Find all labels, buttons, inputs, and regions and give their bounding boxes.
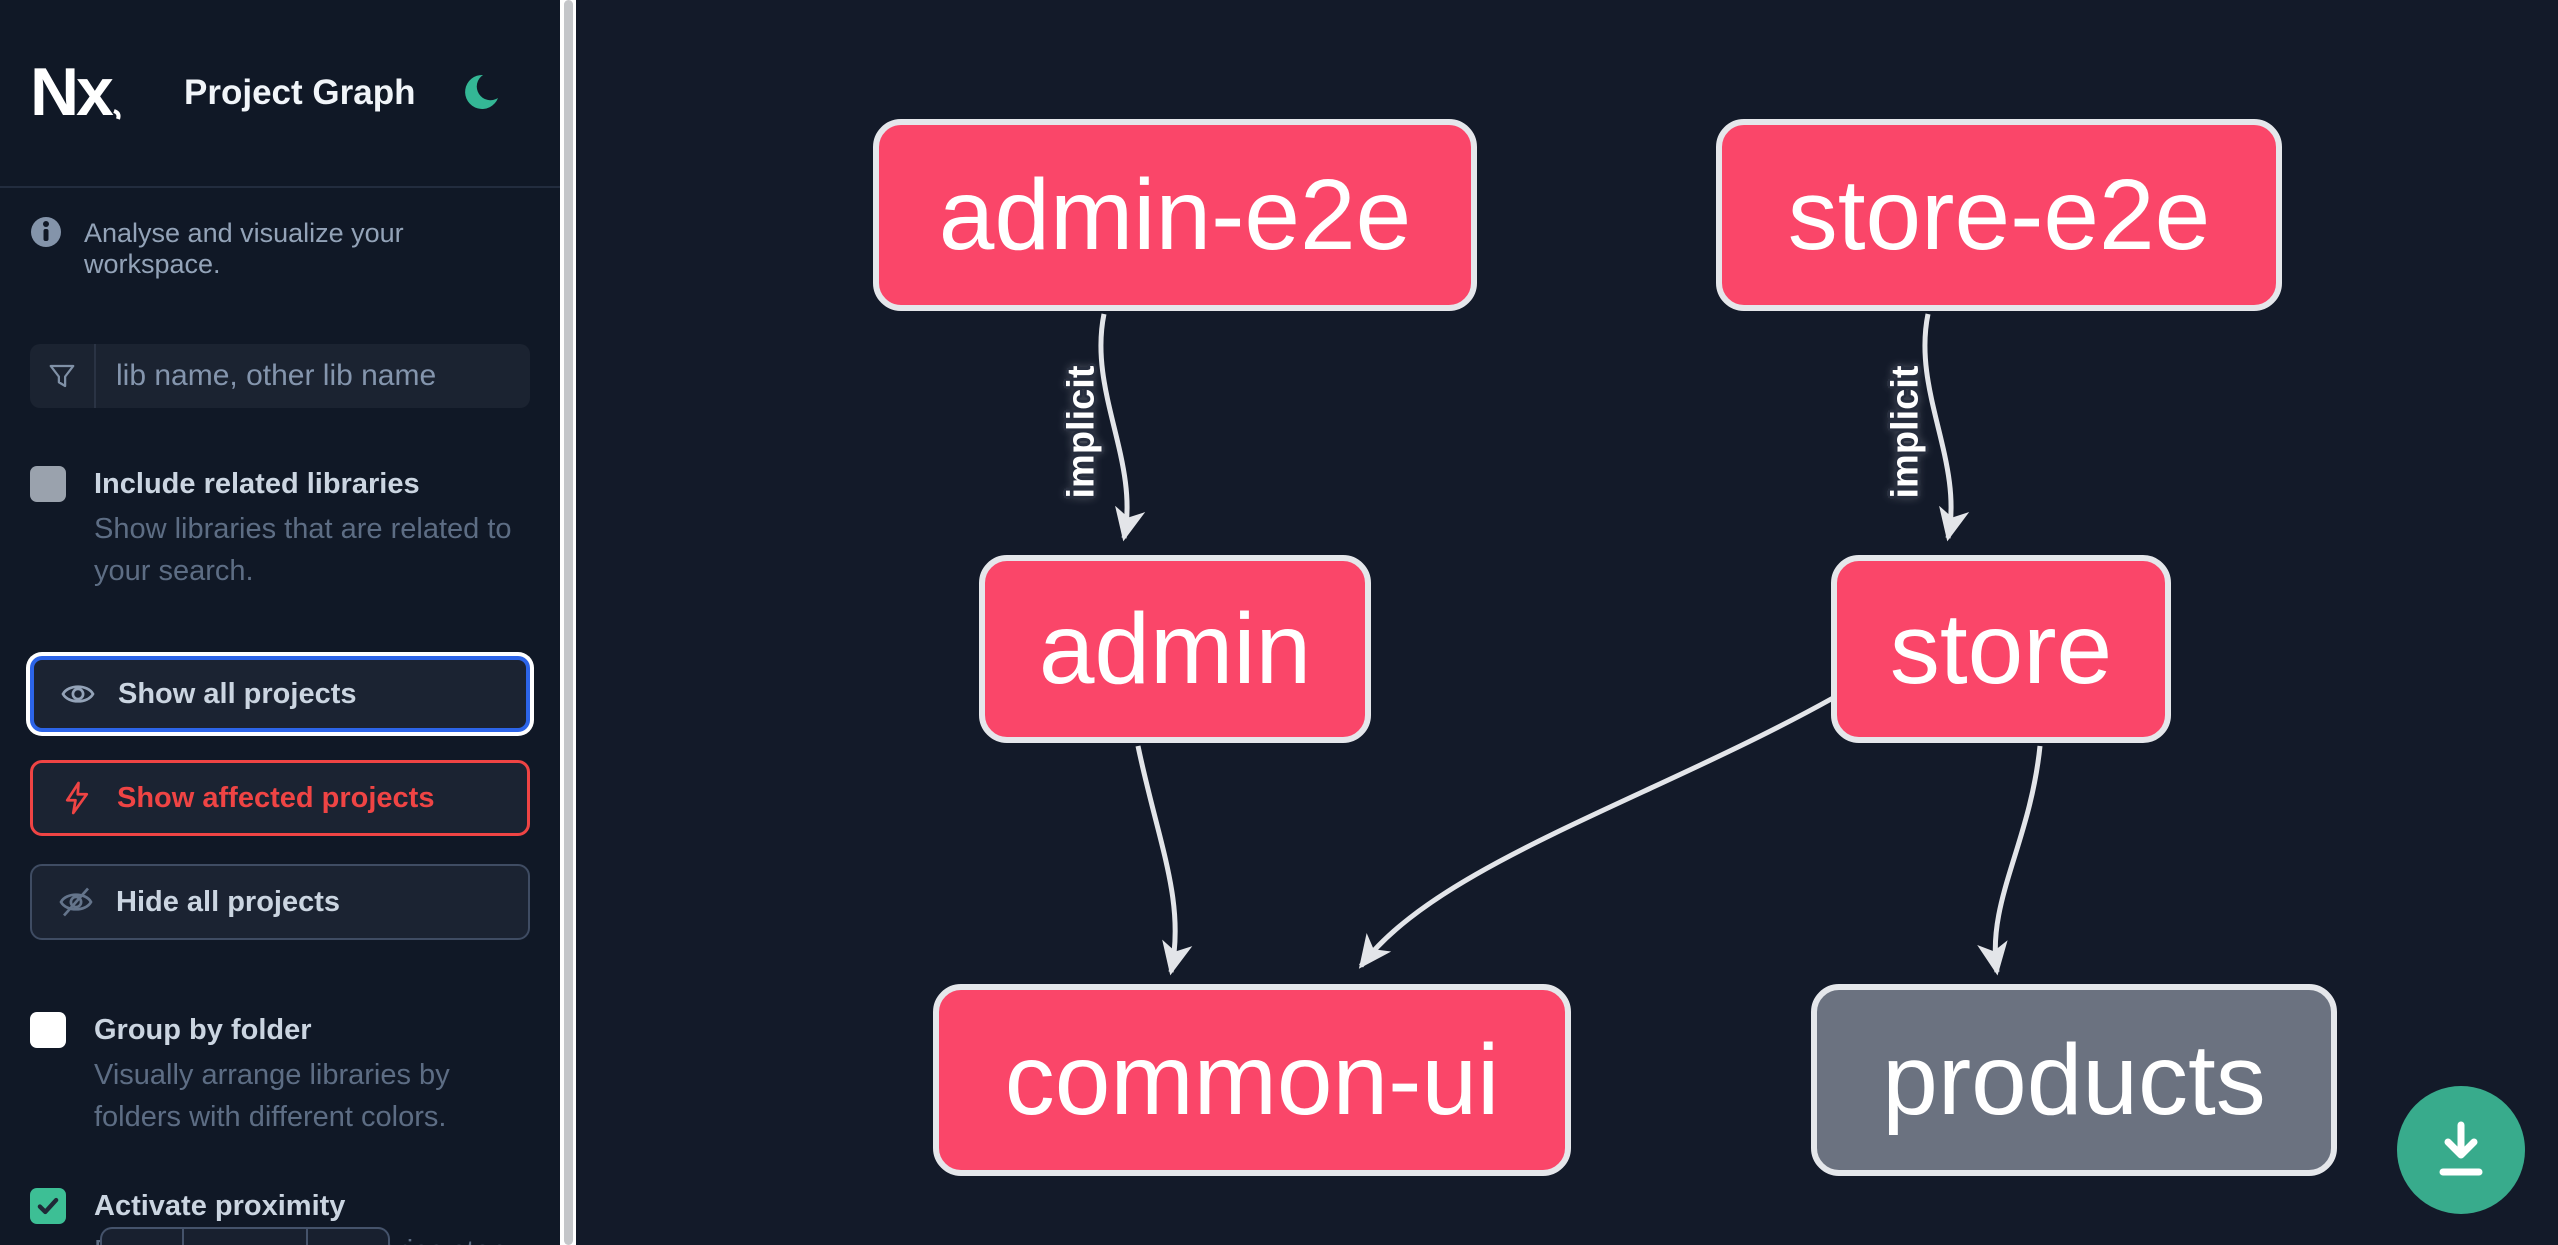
nx-logo: N x (30, 61, 134, 125)
edge-label-implicit-store: implicit (1884, 365, 1927, 499)
stepper-decrement-cell[interactable] (100, 1227, 184, 1245)
include-related-checkbox-row[interactable]: Include related libraries Show libraries… (0, 464, 560, 592)
eye-icon (60, 676, 96, 712)
group-by-folder-description: Visually arrange libraries by folders wi… (94, 1059, 450, 1133)
info-icon (30, 216, 62, 248)
activate-proximity-checkbox[interactable] (30, 1188, 66, 1224)
download-icon (2428, 1117, 2494, 1183)
eye-off-icon (58, 884, 94, 920)
project-action-buttons: Show all projects Show affected projects (30, 656, 530, 940)
hide-all-projects-label: Hide all projects (116, 885, 341, 918)
moon-icon (459, 72, 501, 114)
stepper-increment-cell[interactable] (306, 1227, 390, 1245)
page-title: Project Graph (184, 73, 416, 112)
sidebar-scrollbar[interactable] (560, 0, 576, 1245)
show-affected-projects-button[interactable]: Show affected projects (30, 760, 530, 836)
group-by-folder-checkbox[interactable] (30, 1012, 66, 1048)
graph-node-admin-e2e[interactable]: admin-e2e (873, 119, 1477, 311)
include-related-label: Include related libraries (94, 468, 420, 500)
include-related-description: Show libraries that are related to your … (94, 513, 512, 587)
theme-toggle-button[interactable] (459, 72, 501, 114)
show-affected-projects-label: Show affected projects (117, 781, 435, 814)
hide-all-projects-button[interactable]: Hide all projects (30, 864, 530, 940)
search-input[interactable] (96, 344, 530, 408)
graph-node-store[interactable]: store (1831, 555, 2171, 743)
sidebar: N x Project Graph (0, 0, 560, 1245)
checkmark-icon (37, 1197, 59, 1215)
graph-node-admin[interactable]: admin (979, 555, 1371, 743)
edge-admin-to-common-ui (1135, 745, 1193, 976)
svg-text:x: x (76, 61, 114, 125)
group-by-folder-label: Group by folder (94, 1014, 312, 1046)
edge-store-to-common-ui (1358, 695, 1835, 969)
scrollbar-thumb[interactable] (563, 0, 573, 1245)
graph-node-store-e2e[interactable]: store-e2e (1716, 119, 2282, 311)
graph-node-products[interactable]: products (1811, 984, 2337, 1176)
edge-store-to-products (1977, 745, 2043, 976)
edge-admin-e2e-to-admin (1098, 313, 1146, 542)
stepper-value-cell (184, 1227, 306, 1245)
filter-icon-cell (30, 344, 96, 408)
info-row: Analyse and visualize your workspace. (0, 188, 560, 280)
download-image-button[interactable] (2397, 1086, 2525, 1214)
graph-node-common-ui[interactable]: common-ui (933, 984, 1571, 1176)
edge-label-implicit-admin: implicit (1060, 365, 1103, 499)
include-related-checkbox[interactable] (30, 466, 66, 502)
activate-proximity-label: Activate proximity (94, 1190, 346, 1222)
proximity-depth-stepper[interactable] (100, 1227, 390, 1245)
group-by-folder-checkbox-row[interactable]: Group by folder Visually arrange librari… (0, 1010, 560, 1138)
svg-text:N: N (30, 61, 79, 125)
info-text: Analyse and visualize your workspace. (84, 218, 404, 279)
show-all-projects-label: Show all projects (118, 677, 357, 710)
search-box (30, 344, 530, 408)
show-all-projects-button[interactable]: Show all projects (30, 656, 530, 732)
edge-store-e2e-to-store (1922, 313, 1970, 542)
lightning-bolt-icon (59, 780, 95, 816)
filter-funnel-icon (47, 361, 77, 391)
sidebar-header: N x Project Graph (0, 0, 560, 188)
